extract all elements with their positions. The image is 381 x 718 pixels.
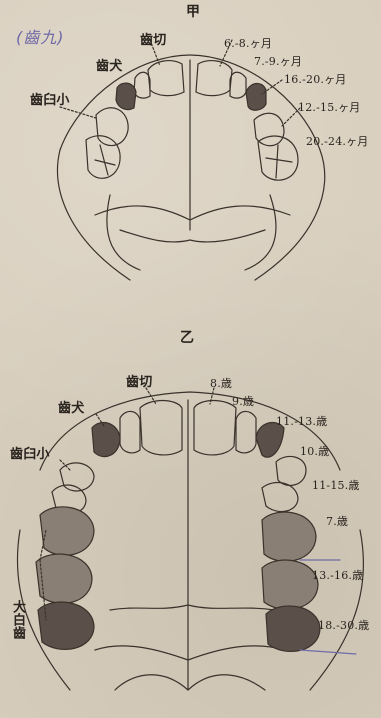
figure-b-age-8: 18.-30.歳 — [318, 620, 369, 632]
figure-b-premolar-label: 齒臼小 — [10, 448, 50, 462]
figure-a-premolar-label: 齒臼小 — [30, 94, 70, 108]
figure-b-age-1: 8.歳 — [210, 378, 232, 390]
figure-b-title: 乙 — [180, 330, 194, 346]
figure-a-age-2: 7.-9.ヶ月 — [254, 56, 302, 68]
figure-b-canine-label: 齒犬 — [58, 402, 84, 416]
figure-a-age-4: 12.-15.ヶ月 — [298, 102, 361, 114]
figure-a-title: 甲 — [186, 4, 200, 20]
figure-b-age-4: 10.歳 — [300, 446, 329, 458]
figure-a-incisor-label: 齒切 — [140, 34, 166, 48]
figure-a-canine-label: 齒犬 — [96, 60, 122, 74]
handwritten-note: (齒九) — [16, 24, 65, 48]
figure-a-age-1: 6.-8.ヶ月 — [224, 38, 272, 50]
figure-b-age-3: 11.-13.歳 — [276, 416, 327, 428]
figure-a-age-5: 20.-24.ヶ月 — [306, 136, 369, 148]
figure-b-age-6: 7.歳 — [326, 516, 348, 528]
figure-b-drawing — [17, 388, 363, 690]
figure-b-molar-label: 大白齒 — [10, 600, 25, 639]
figure-a-age-3: 16.-20.ヶ月 — [284, 74, 347, 86]
figure-b-incisor-label: 齒切 — [126, 376, 152, 390]
figure-b-age-5: 11-15.歳 — [312, 480, 360, 492]
figure-b-age-2: 9.歳 — [232, 396, 254, 408]
figure-b-age-7: 13.-16.歳 — [312, 570, 363, 582]
